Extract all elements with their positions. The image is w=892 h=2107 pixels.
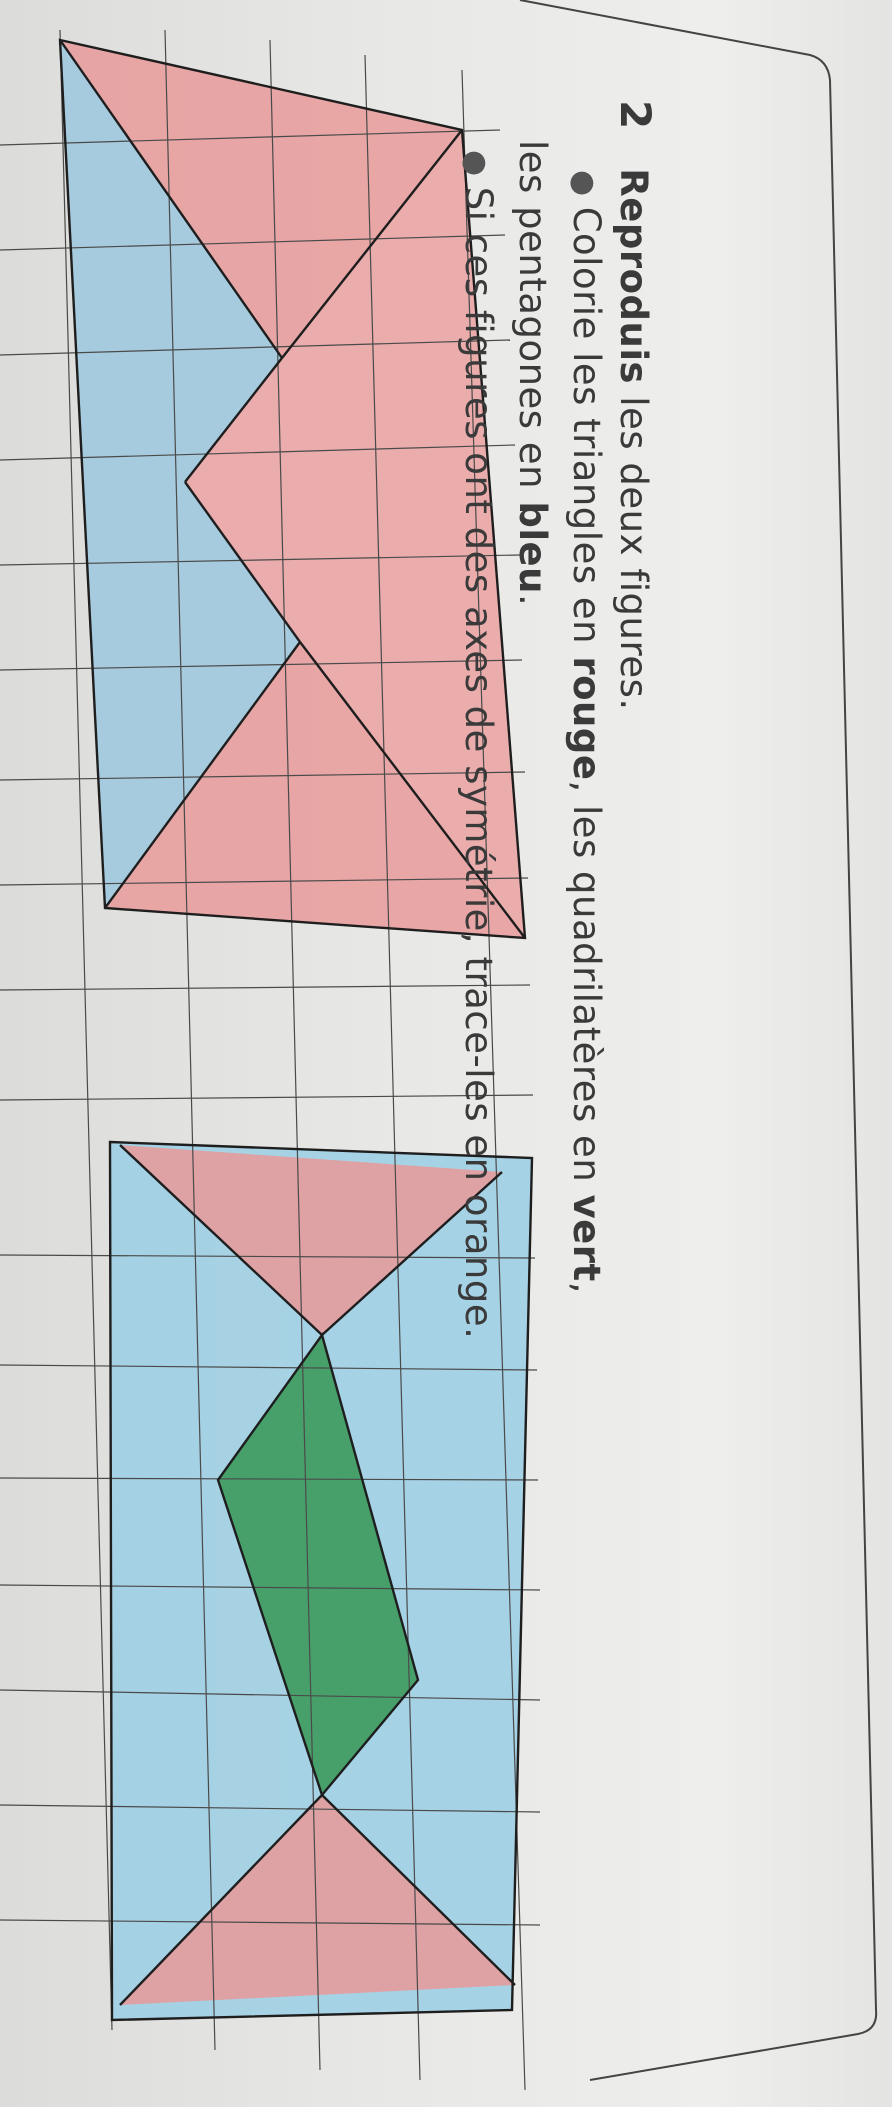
heading-text: les deux figures. [612, 384, 655, 711]
heading-verb: Reproduis [612, 168, 655, 385]
figure-outlines [58, 38, 534, 2022]
instruction-colorie: ● Colorie les triangles en rouge, les qua… [565, 170, 608, 1294]
figure-1-quad-center [185, 130, 525, 938]
instruction-colorie-line2: les pentagones en bleu. [511, 140, 554, 606]
color-word-red: rouge [565, 656, 608, 781]
instruction-period: . [511, 593, 554, 607]
exercise-heading: 2 Reproduis les deux figures. [611, 100, 660, 711]
instruction-colorie-part1: Colorie les triangles en [565, 206, 608, 657]
figure-1-pentagon-left [60, 40, 300, 908]
bullet-icon: ● [566, 170, 601, 197]
instruction-colorie-part3: , [565, 1281, 608, 1294]
instruction-symetrie: ● Si ces figures ont des axes de symétrie… [457, 150, 500, 1339]
color-word-blue: bleu [511, 501, 554, 594]
figure-2 [110, 1142, 532, 2020]
color-word-green: vert [565, 1194, 608, 1282]
figure-1 [60, 40, 525, 938]
instruction-colorie-part2: , les quadrilatères en [565, 780, 608, 1195]
exercise-number: 2 [611, 100, 660, 130]
grid [0, 29, 541, 2091]
instruction-pentagones: les pentagones en [511, 140, 554, 502]
figure-2-triangle-top [120, 1145, 502, 1335]
instructions: 2 Reproduis les deux figures. ● Colorie l… [457, 100, 660, 2080]
figure-2-parallelogram [218, 1335, 418, 1795]
exercise-border [519, 0, 878, 2081]
bullet-icon: ● [458, 150, 493, 177]
instruction-symetrie-text: Si ces figures ont des axes de symétrie,… [457, 186, 500, 1340]
